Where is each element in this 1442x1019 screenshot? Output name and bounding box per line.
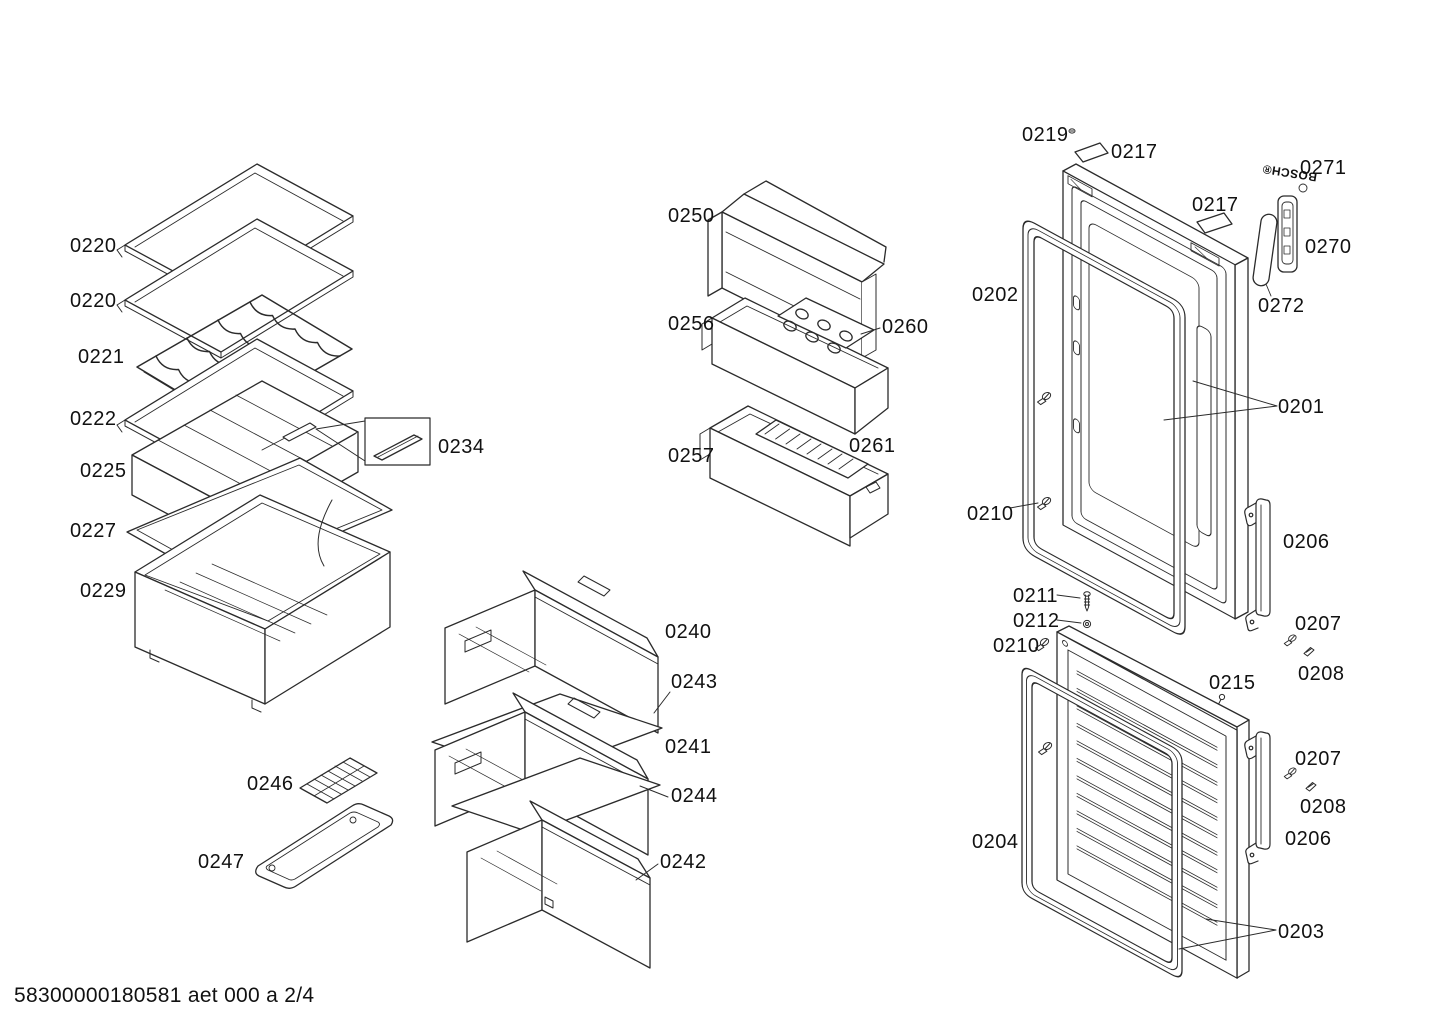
part-label-0219: 0219: [1022, 124, 1069, 146]
part-label-0206-lower: 0206: [1285, 828, 1332, 850]
leader-lines: [635, 327, 1278, 950]
screw-0215-icon: [1218, 693, 1226, 705]
part-label-0240: 0240: [665, 621, 712, 643]
part-label-0234: 0234: [438, 436, 485, 458]
trim-strip-0270: [1277, 183, 1308, 273]
part-label-0225: 0225: [80, 460, 127, 482]
ice-cube-tray-0246: [299, 757, 378, 804]
screw-0210-icons: [1034, 390, 1054, 756]
part-label-0207-upper: 0207: [1295, 613, 1342, 635]
glass-shelf-0220-bottom: [116, 218, 354, 359]
part-label-0250: 0250: [668, 205, 715, 227]
part-label-0272: 0272: [1258, 295, 1305, 317]
part-label-0207-lower: 0207: [1295, 748, 1342, 770]
washer-0212-icon: [1082, 619, 1092, 629]
part-label-0210-upper: 0210: [967, 503, 1014, 525]
part-label-0229: 0229: [80, 580, 127, 602]
part-label-0211: 0211: [1013, 585, 1059, 607]
part-label-0243: 0243: [671, 671, 718, 693]
crisper-drawer-0229: [134, 494, 391, 713]
part-label-0220-bottom: 0220: [70, 290, 117, 312]
part-label-0217-right: 0217: [1192, 194, 1239, 216]
part-label-0244: 0244: [671, 785, 718, 807]
screw-0211-icon: [1083, 591, 1091, 612]
part-label-0206-upper: 0206: [1283, 531, 1330, 553]
part-label-0246: 0246: [247, 773, 294, 795]
hinge-cover-0217-right: [1196, 212, 1233, 234]
glass-shelf-0244: [451, 757, 661, 834]
document-code: 58300000180581 aet 000 a 2/4: [14, 984, 315, 1007]
callout-box-0234: [315, 417, 431, 466]
part-label-0212: 0212: [1013, 610, 1060, 632]
part-label-0257: 0257: [668, 445, 715, 467]
part-label-0247: 0247: [198, 851, 245, 873]
part-label-0271: 0271: [1300, 157, 1347, 179]
screw-0219-icon: [1068, 128, 1076, 134]
part-label-0217-left: 0217: [1111, 141, 1158, 163]
part-label-0256: 0256: [668, 313, 715, 335]
part-label-0241: 0241: [665, 736, 712, 758]
part-label-0208-lower: 0208: [1300, 796, 1347, 818]
part-label-0261: 0261: [849, 435, 896, 457]
part-label-0202: 0202: [972, 284, 1019, 306]
hinge-cover-0217-left: [1074, 142, 1109, 163]
tray-0247: [255, 803, 394, 889]
trim-strip-0272: [1252, 213, 1278, 297]
part-label-0260: 0260: [882, 316, 929, 338]
part-label-0204: 0204: [972, 831, 1019, 853]
part-label-0242: 0242: [660, 851, 707, 873]
part-label-0222: 0222: [70, 408, 117, 430]
freezer-drawer-0240: [444, 570, 659, 734]
part-label-0221: 0221: [78, 346, 125, 368]
door-bin-0256: [701, 297, 889, 435]
part-label-0201: 0201: [1278, 396, 1325, 418]
part-label-0210-lower: 0210: [993, 635, 1040, 657]
part-label-0215: 0215: [1209, 672, 1256, 694]
part-label-0203: 0203: [1278, 921, 1325, 943]
door-gasket-0202: [1022, 220, 1186, 635]
bottle-retainer-0261: [755, 419, 869, 479]
part-label-0220-top: 0220: [70, 235, 117, 257]
part-label-0270: 0270: [1305, 236, 1352, 258]
door-gasket-0204: [1021, 667, 1183, 978]
freezer-drawer-0242: [466, 800, 651, 969]
fridge-door-0201: [1062, 163, 1249, 620]
part-label-0227: 0227: [70, 520, 117, 542]
part-label-0208-upper: 0208: [1298, 663, 1345, 685]
